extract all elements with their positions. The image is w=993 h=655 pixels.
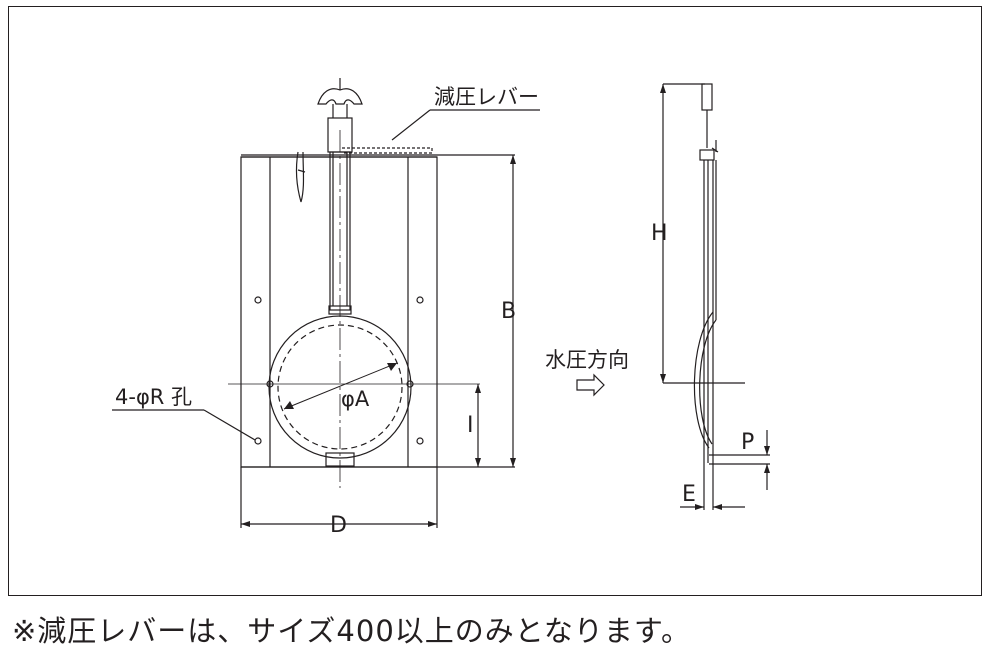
label-hole: 4-φR 孔 <box>115 385 192 409</box>
hole-3 <box>254 437 262 445</box>
bore-circle <box>277 324 403 450</box>
hole-2 <box>416 296 424 304</box>
label-h: H <box>651 221 668 246</box>
hole-1 <box>254 296 262 304</box>
drawing-frame <box>8 6 982 596</box>
footnote: ※減圧レバーは、サイズ400以上のみとなります。 <box>12 614 692 648</box>
label-b: B <box>501 299 516 324</box>
label-water-direction: 水圧方向 <box>545 348 629 372</box>
water-arrow <box>576 373 605 397</box>
disc-curve <box>693 311 714 449</box>
handle-knob <box>317 88 363 105</box>
label-p: P <box>741 430 754 455</box>
pressure-lever <box>342 147 433 154</box>
label-d: D <box>330 513 347 538</box>
slide-gate-drawing: 減圧レバー B H φA 4-φR 孔 I D 水圧方向 P E <box>112 78 770 538</box>
lever-leader <box>391 109 431 141</box>
label-i: I <box>467 413 474 438</box>
hook <box>295 151 305 203</box>
dia-arrow <box>283 362 398 410</box>
label-a: φA <box>341 387 370 411</box>
label-pressure-lever: 減圧レバー <box>434 85 539 109</box>
hole-4 <box>416 437 424 445</box>
label-e: E <box>682 482 696 507</box>
